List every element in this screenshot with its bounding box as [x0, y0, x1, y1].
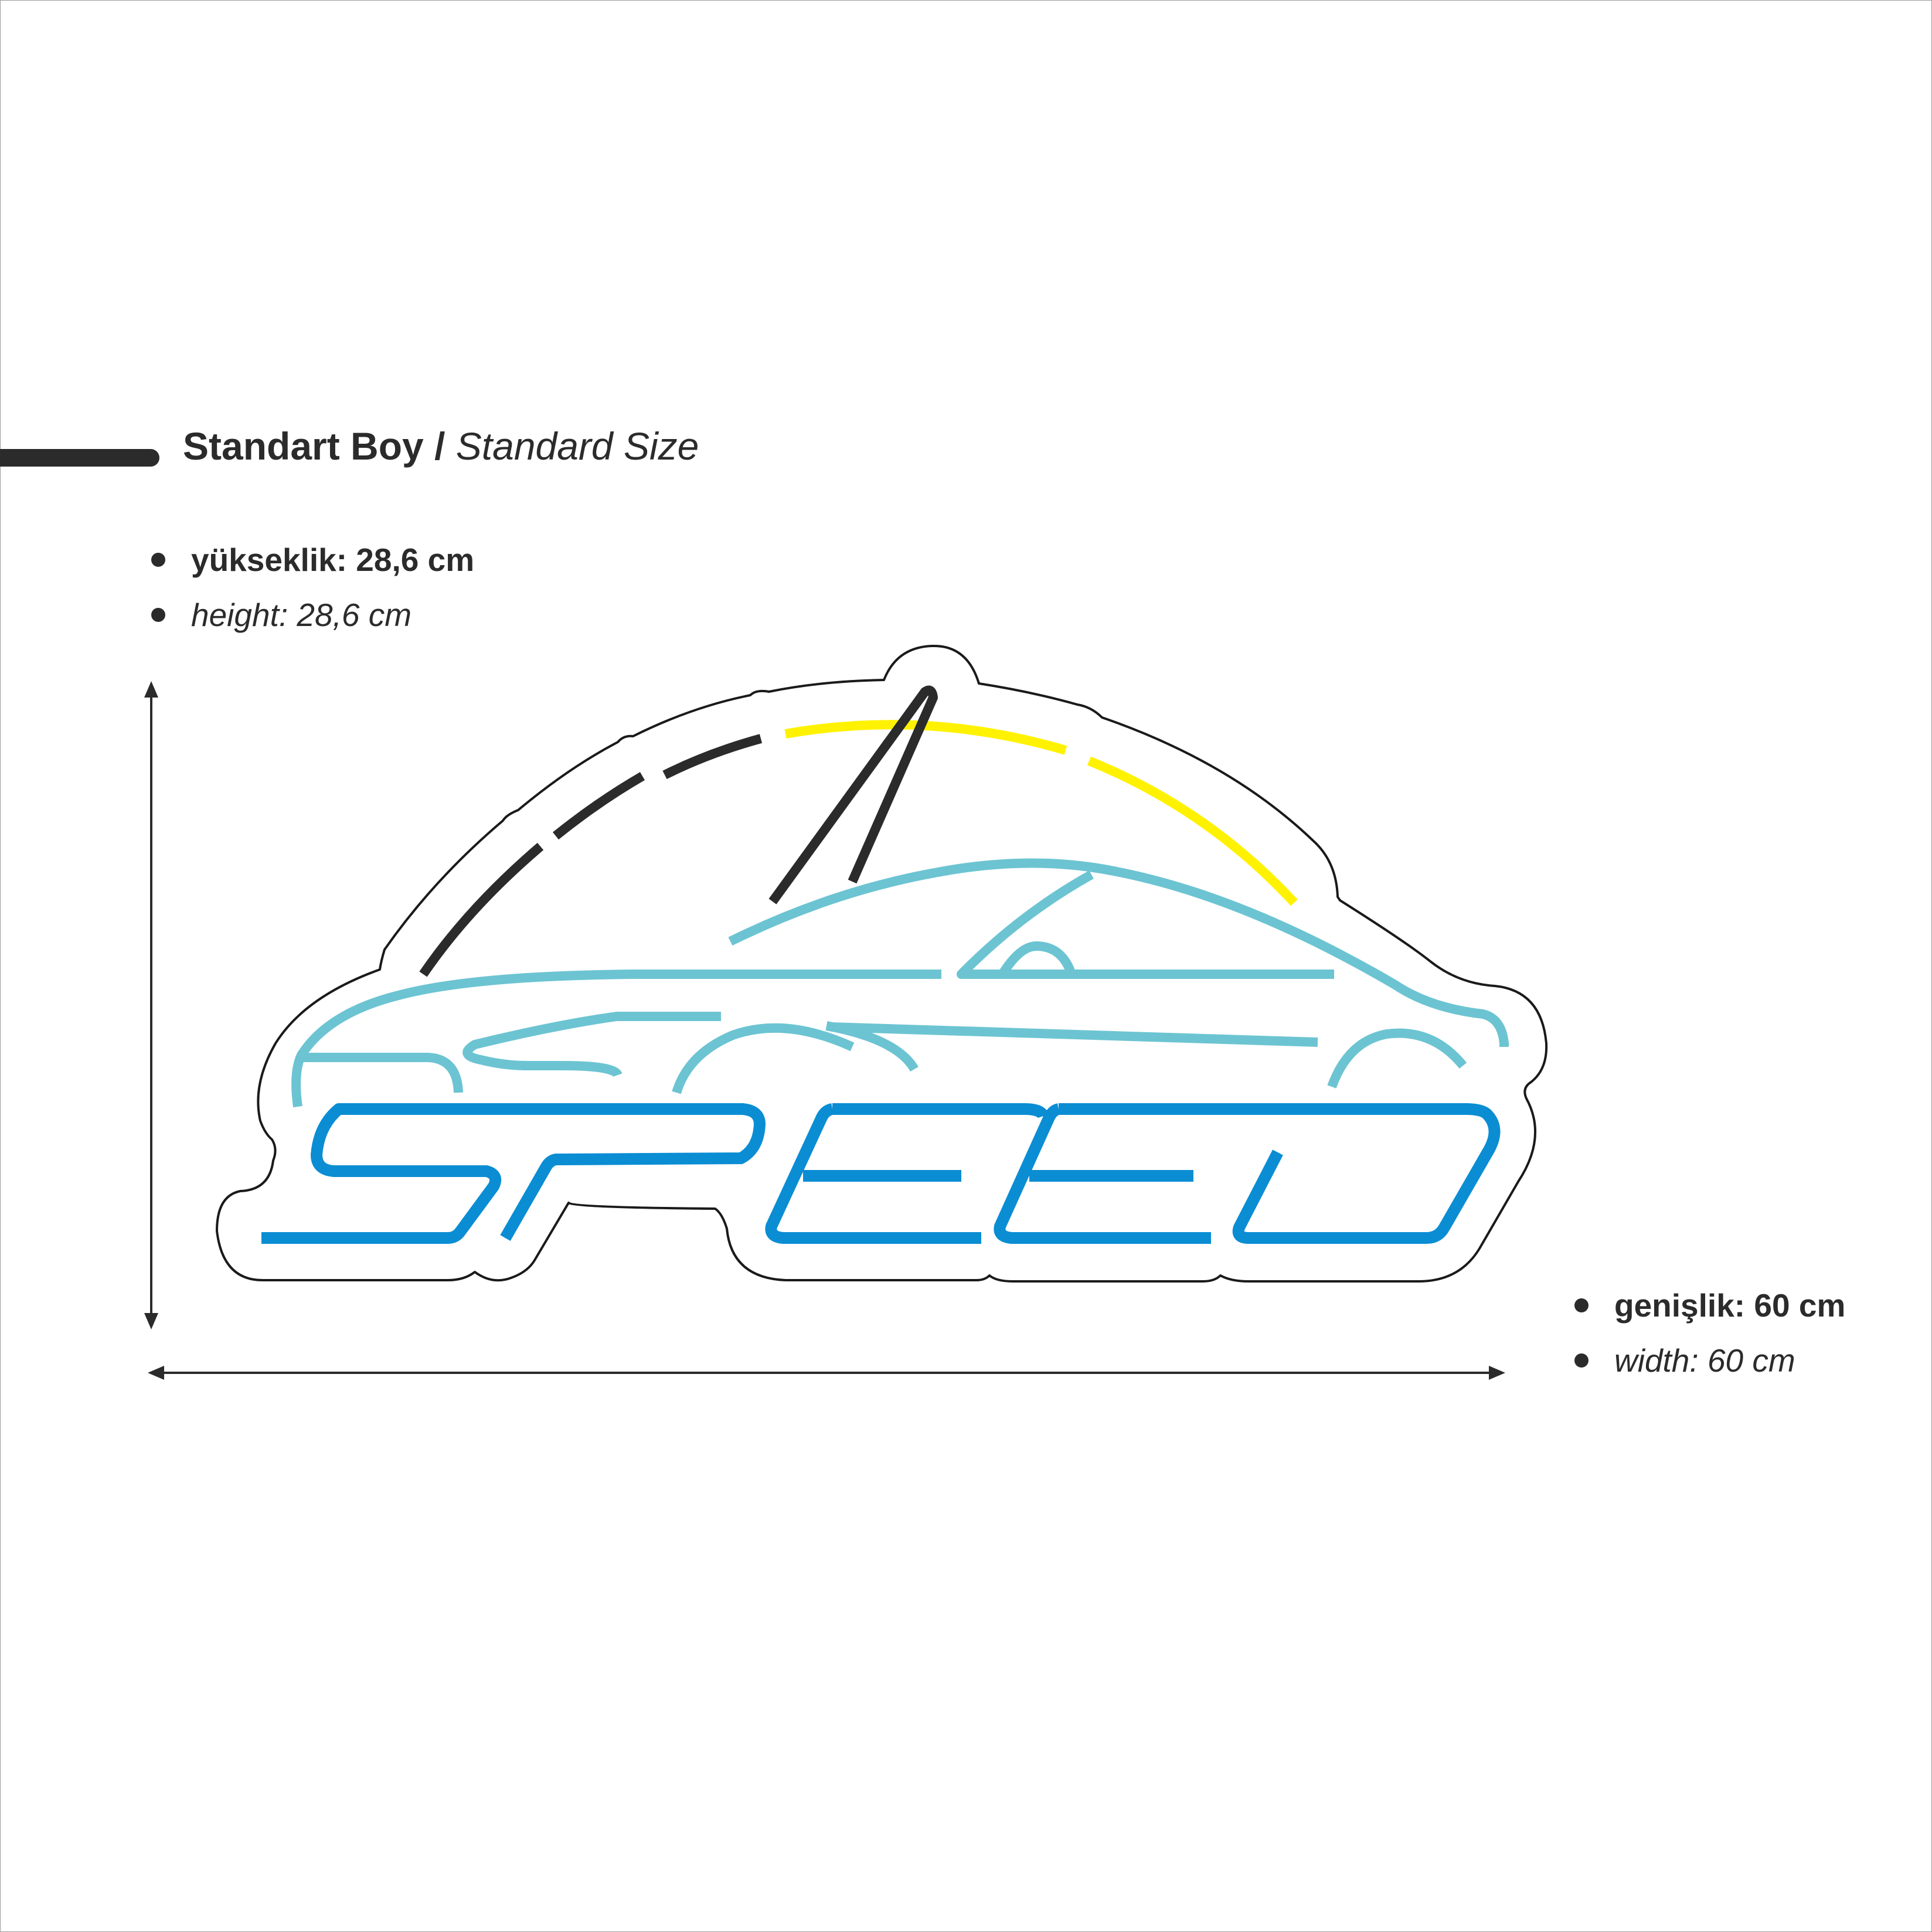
- bullet-icon: [151, 553, 165, 567]
- title-english: Standard Size: [455, 424, 699, 468]
- height-english: height: 28,6 cm: [151, 599, 411, 631]
- car-outline-icon: [291, 858, 1509, 1108]
- width-english: width: 60 cm: [1574, 1345, 1795, 1377]
- bullet-icon: [151, 608, 165, 623]
- speed-lettering: [261, 1103, 1501, 1244]
- speedometer-dark-arc: [419, 734, 763, 977]
- title-turkish: Standart Boy /: [183, 424, 445, 468]
- bullet-icon: [1574, 1298, 1589, 1313]
- speedometer-needle-icon: [768, 685, 938, 904]
- acrylic-outline: [216, 644, 1548, 1283]
- speedometer-yellow-arc: [784, 720, 1298, 906]
- page-title: Standart Boy / Standard Size: [183, 427, 699, 465]
- width-arrow: [148, 1366, 1505, 1380]
- width-turkish: genişlik: 60 cm: [1574, 1290, 1845, 1322]
- height-arrow: [144, 681, 158, 1329]
- bullet-icon: [1574, 1353, 1589, 1368]
- height-turkish: yükseklik: 28,6 cm: [151, 544, 474, 576]
- title-accent-bar: [0, 449, 159, 467]
